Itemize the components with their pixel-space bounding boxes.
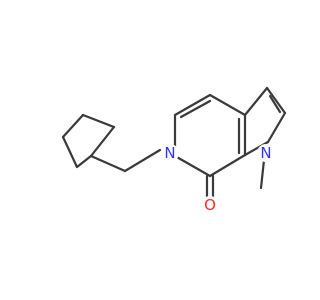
- atom-label-o: O: [201, 196, 219, 214]
- bond: [173, 93, 212, 117]
- bond-double: [268, 94, 282, 114]
- atom-n6-label: N: [164, 144, 175, 162]
- bond: [61, 135, 79, 169]
- bond: [173, 154, 212, 178]
- cyclopentyl-ring: [61, 113, 116, 169]
- bond: [265, 86, 287, 115]
- bond: [61, 113, 85, 139]
- bond-ch2-to-n6: [123, 148, 162, 173]
- bond: [89, 125, 116, 158]
- atom-n1-label: N: [260, 144, 271, 162]
- pyridinone-ring: [173, 93, 247, 178]
- pyrrole-ring: [243, 86, 287, 157]
- bond-double: [179, 99, 212, 119]
- bond-n-methyl: [259, 158, 266, 190]
- bond-ring-to-ch2: [89, 154, 127, 173]
- bond: [243, 140, 270, 157]
- bond: [266, 111, 287, 144]
- atom-label-n6: N: [161, 144, 179, 162]
- bond: [208, 93, 247, 117]
- bond: [75, 154, 93, 169]
- bond: [243, 86, 269, 117]
- structure-diagram: N N O: [61, 86, 287, 214]
- bond: [81, 113, 116, 129]
- bond: [208, 153, 247, 178]
- atom-label-n1: N: [257, 144, 275, 162]
- atom-o-label: O: [204, 196, 216, 214]
